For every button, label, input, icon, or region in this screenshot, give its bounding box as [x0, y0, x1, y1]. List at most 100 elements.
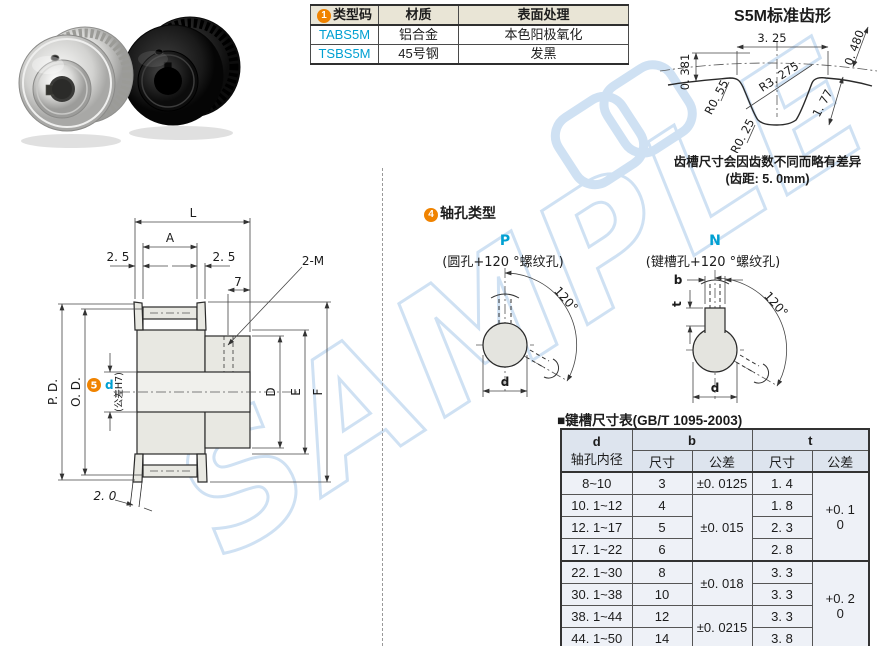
b-size: 8: [631, 560, 693, 584]
bore-types-title: 轴孔类型: [440, 205, 496, 221]
dim-height: 0. 381: [678, 54, 692, 91]
type-n-label: N: [709, 233, 721, 249]
b-size: 10: [631, 583, 693, 606]
pulley-photo-aluminum: [18, 26, 134, 132]
dim-F: F: [311, 388, 325, 395]
bore-tolerance: (公差H7): [113, 372, 125, 412]
col-header-t: t: [751, 428, 870, 451]
col-header-b-size: 尺寸: [631, 450, 693, 473]
bore-type-n-diagram: N (键槽孔+120 °螺纹孔) 120° b t d: [646, 233, 791, 403]
pulley-cross-section: [129, 301, 251, 508]
dim-r-root: R0. 25: [728, 116, 758, 153]
dim-OD: O. D.: [69, 377, 83, 407]
dim-25-right: 2. 5: [213, 250, 236, 264]
table-row: 12. 1~17 5 2. 3: [560, 516, 869, 539]
tooth-profile-diagram: 3. 25 0. 480 0. 381 R3. 275 R0. 55 R0. 2…: [659, 26, 878, 153]
b-tol: ±0. 0215: [691, 605, 753, 646]
spec-material: 铝合金: [378, 24, 459, 45]
type-p-label: P: [500, 233, 510, 249]
product-photos: [18, 16, 241, 148]
dim-b-n: b: [674, 273, 683, 287]
d-range: 8~10: [560, 471, 633, 495]
d-range: 10. 1~12: [560, 494, 633, 517]
badge-4-icon: 4: [424, 208, 438, 222]
pulley-photo-steel-black: [122, 16, 241, 126]
b-size: 4: [631, 494, 693, 517]
dim-L: L: [190, 206, 197, 220]
keyway-slot: [704, 307, 726, 333]
dims-p: [482, 270, 577, 397]
b-size: 14: [631, 627, 693, 646]
centerlines: [120, 312, 298, 472]
table-row: 30. 1~38 10 3. 3: [560, 583, 869, 606]
dim-PD: P. D.: [46, 379, 60, 405]
t-size: 3. 3: [751, 560, 813, 584]
t-size: 1. 4: [751, 471, 813, 495]
tooth-note-2: (齿距: 5. 0mm): [725, 172, 810, 186]
tooth-profile-title: S5M标准齿形: [734, 8, 831, 25]
dim-depth: 0. 480: [841, 28, 867, 67]
b-size: 6: [631, 538, 693, 562]
d-range: 12. 1~17: [560, 516, 633, 539]
d-range: 17. 1~22: [560, 538, 633, 562]
table-row: 38. 1~44 12 ±0. 0215 3. 3: [560, 605, 869, 646]
photo-shadow-right: [129, 126, 233, 140]
d-range: 22. 1~30: [560, 560, 633, 584]
type-p-desc: (圆孔+120 °螺纹孔): [442, 255, 563, 270]
bore-d-label: d: [105, 378, 114, 392]
dim-flange: 2. 0: [94, 489, 117, 503]
b-tol: ±0. 015: [691, 494, 753, 562]
table-row: 17. 1~22 6 2. 8: [560, 538, 869, 562]
dim-A: A: [166, 231, 175, 245]
dim-d-p: d: [501, 375, 510, 389]
t-size: 1. 8: [751, 494, 813, 517]
bore-dim-badge: 5 d: [87, 378, 114, 392]
spec-row: TABS5M 铝合金 本色阳极氧化: [310, 24, 629, 45]
dim-r-top: R0. 55: [702, 77, 732, 116]
table-row: 44. 1~50 14 3. 8: [560, 627, 869, 646]
bore-circle-p: [482, 322, 528, 368]
type-n-desc: (键槽孔+120 °螺纹孔): [646, 255, 780, 270]
d-range: 44. 1~50: [560, 627, 633, 646]
section-divider: [382, 168, 383, 646]
badge-1-icon: 1: [316, 9, 331, 23]
spec-header-material: 材质: [378, 4, 459, 26]
tooth-profile-curve: [667, 76, 873, 126]
angle-p: 120°: [551, 284, 581, 315]
col-header-b: b: [631, 428, 753, 451]
dim-side: 1. 77: [809, 87, 835, 119]
d-range: 38. 1~44: [560, 605, 633, 628]
bore-circle-n: [692, 327, 738, 373]
drawing-labels: L A 2. 5 2. 5 7 2-M P. D. O. D. D E F 2.…: [46, 206, 325, 503]
d-range: 30. 1~38: [560, 583, 633, 606]
dim-t-n: t: [670, 301, 684, 307]
spec-row: TSBS5M 45号钢 发黑: [310, 44, 629, 65]
dim-screw: 2-M: [302, 254, 324, 268]
spec-finish: 发黑: [458, 44, 629, 65]
badge-5-icon: 5: [91, 381, 98, 392]
table-row: 10. 1~12 4 ±0. 015 1. 8: [560, 494, 869, 562]
b-size: 5: [631, 516, 693, 539]
t-size: 2. 8: [751, 538, 813, 562]
dim-d-n: d: [711, 381, 720, 395]
col-header-t-tol: 公差: [811, 450, 870, 473]
dim-pitch: 3. 25: [757, 31, 786, 45]
dim-25-left: 2. 5: [107, 250, 130, 264]
angle-n: 120°: [761, 289, 791, 320]
b-size: 12: [631, 605, 693, 628]
dim-D: D: [264, 387, 278, 396]
col-header-t-size: 尺寸: [751, 450, 813, 473]
spec-code: TABS5M: [310, 24, 379, 45]
photo-shadow-left: [21, 134, 121, 148]
spec-material: 45号钢: [378, 44, 459, 65]
bore-type-diagrams: P (圆孔+120 °螺纹孔) 120° d: [442, 233, 791, 403]
spec-finish: 本色阳极氧化: [458, 24, 629, 45]
